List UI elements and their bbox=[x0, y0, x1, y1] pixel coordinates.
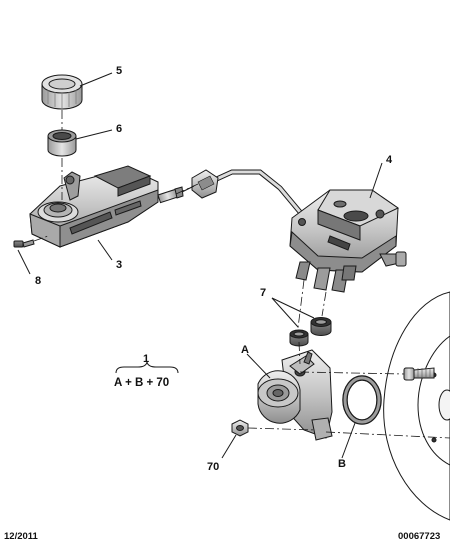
footer-date: 12/2011 bbox=[4, 531, 38, 542]
brake-fluid-reservoir bbox=[29, 165, 184, 248]
callout-5: 5 bbox=[116, 65, 123, 77]
brake-caliper bbox=[257, 349, 333, 441]
callout-6: 6 bbox=[116, 123, 123, 135]
reservoir-cap bbox=[41, 74, 83, 110]
callout-7: 7 bbox=[260, 287, 267, 299]
callout-a: A bbox=[241, 344, 249, 356]
brake-disc bbox=[383, 291, 450, 521]
footer-reference: 00067723 bbox=[398, 531, 441, 542]
callout-8: 8 bbox=[35, 275, 42, 287]
mounting-screw bbox=[13, 239, 35, 248]
master-cylinder bbox=[289, 189, 407, 293]
assembly-formula: A + B + 70 bbox=[114, 377, 170, 389]
seal-pair bbox=[289, 317, 332, 347]
callout-b: B bbox=[338, 458, 346, 470]
leader-lines bbox=[17, 72, 383, 459]
hex-nut bbox=[231, 419, 249, 437]
reservoir-strainer bbox=[47, 129, 77, 157]
o-ring-seal bbox=[342, 375, 382, 425]
alignment-lines bbox=[33, 110, 450, 439]
brake-pipe bbox=[181, 169, 302, 214]
callout-3: 3 bbox=[116, 259, 123, 271]
formula-brace bbox=[115, 361, 179, 374]
callout-1: 1 bbox=[143, 353, 150, 365]
disc-bolt bbox=[403, 367, 435, 381]
callout-4: 4 bbox=[386, 154, 393, 166]
callout-70: 70 bbox=[207, 461, 220, 473]
